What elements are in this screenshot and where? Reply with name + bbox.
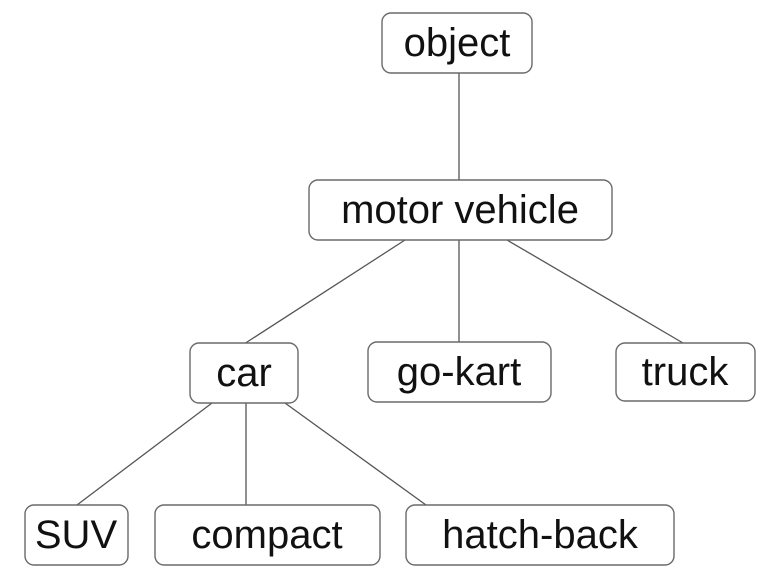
node-suv: SUV <box>24 504 129 566</box>
node-object: object <box>381 12 533 74</box>
node-hatch-back-box <box>405 504 675 566</box>
edge-car-suv <box>76 402 213 506</box>
node-car-label: car <box>216 351 272 395</box>
node-motor-vehicle: motor vehicle <box>308 179 613 241</box>
node-car: car <box>189 342 299 404</box>
node-compact-box <box>154 504 381 566</box>
node-motor-vehicle-box <box>308 179 613 241</box>
node-go-kart-label: go-kart <box>397 350 522 394</box>
node-truck: truck <box>615 342 756 402</box>
edge-motor-vehicle-car <box>243 239 406 345</box>
node-go-kart: go-kart <box>367 341 552 403</box>
edges <box>76 73 684 506</box>
node-suv-label: SUV <box>35 513 118 557</box>
node-compact: compact <box>154 504 381 566</box>
node-object-box <box>381 12 533 74</box>
node-suv-box <box>24 504 129 566</box>
node-motor-vehicle-label: motor vehicle <box>341 188 579 232</box>
node-truck-label: truck <box>642 350 730 394</box>
node-hatch-back-label: hatch-back <box>442 513 639 557</box>
edge-motor-vehicle-truck <box>506 239 684 344</box>
node-go-kart-box <box>367 341 552 403</box>
node-compact-label: compact <box>191 513 342 557</box>
node-car-box <box>189 342 299 404</box>
edge-car-hatch-back <box>284 402 427 506</box>
node-hatch-back: hatch-back <box>405 504 675 566</box>
node-object-label: object <box>404 21 511 65</box>
node-truck-box <box>615 342 756 402</box>
